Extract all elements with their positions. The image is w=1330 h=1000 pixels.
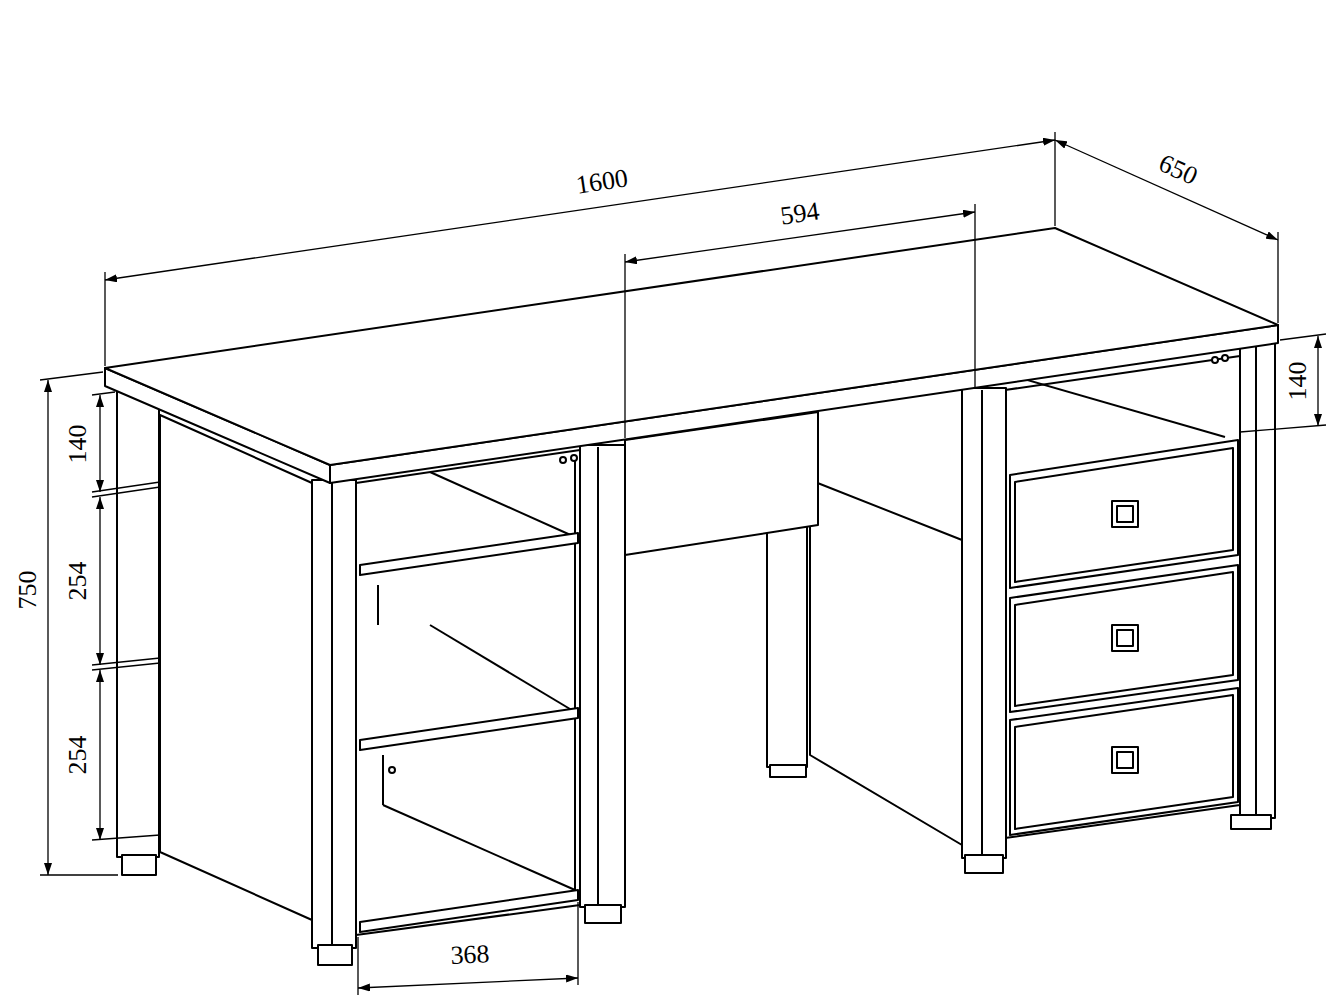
dimension-label: 254 (64, 559, 92, 604)
dimension-line (99, 395, 100, 492)
dimension-label: 140 (1284, 359, 1312, 404)
foot (318, 945, 352, 965)
inner-panel-edge (574, 455, 576, 895)
extension-line (40, 874, 118, 875)
dimension-label: 1600 (571, 164, 632, 200)
dimension-line (1055, 140, 1278, 240)
dimension-line (99, 497, 100, 665)
leg-edge (597, 447, 599, 906)
leg (767, 525, 807, 767)
extension-line (1240, 425, 1326, 432)
shelf-edge (377, 585, 379, 625)
drawer-handle (1117, 752, 1133, 768)
drawer-inset (1015, 695, 1233, 829)
dimension-label: 368 (447, 940, 493, 970)
extension-line (92, 487, 160, 497)
dimension-line (1317, 336, 1318, 426)
drawer-handle (1112, 625, 1138, 651)
hole (571, 455, 577, 461)
bottom-board (360, 890, 578, 932)
tabletop (105, 228, 1278, 465)
extension-line (92, 663, 160, 670)
extension-line (357, 937, 358, 995)
shelf (360, 533, 578, 575)
leg (312, 480, 356, 948)
drawer-inset (1015, 448, 1233, 582)
drawer-handle (1112, 501, 1138, 527)
extension-line (1054, 132, 1055, 226)
dimension-label: 140 (64, 422, 92, 467)
drawer (1010, 565, 1238, 712)
leg-edge (1255, 345, 1257, 816)
shelf-edge (383, 805, 575, 890)
shelf-edge (382, 755, 384, 805)
side-panel (160, 415, 312, 920)
foot (770, 765, 806, 777)
dimension-label: 750 (14, 568, 42, 613)
side-panel (810, 480, 962, 845)
dimensions (40, 132, 1326, 995)
desk (105, 228, 1278, 965)
dimension-line (47, 380, 48, 875)
leg (580, 445, 625, 907)
extension-line (92, 835, 160, 840)
leg (117, 385, 159, 857)
hole (1212, 357, 1218, 363)
foot (965, 855, 1003, 873)
leg-edge (331, 483, 333, 946)
hole (389, 767, 395, 773)
foot (122, 855, 156, 875)
extension-line (92, 392, 115, 395)
dimension-label: 650 (1152, 148, 1205, 192)
shelf-edge (430, 472, 575, 537)
extension-line (92, 482, 160, 492)
extension-line (577, 902, 578, 985)
leg (1240, 343, 1275, 818)
drawer-handle (1117, 630, 1133, 646)
drawer-handle (1112, 747, 1138, 773)
hole (560, 457, 566, 463)
dimension-line (105, 140, 1055, 280)
foot (1231, 815, 1271, 829)
shelf-cavity (356, 450, 580, 935)
leg-edge (981, 390, 983, 856)
dimension-label: 594 (776, 197, 824, 231)
cavity-edge (1010, 375, 1225, 437)
leg (962, 388, 1006, 858)
drawer (1010, 440, 1238, 588)
hole (1222, 355, 1228, 361)
pedestal-front (1005, 356, 1240, 838)
dimension-label: 254 (64, 733, 92, 778)
drawer (1010, 688, 1238, 835)
extension-line (624, 254, 625, 438)
shelf-edge (430, 625, 575, 712)
dimension-line (99, 670, 100, 840)
shelf (360, 708, 578, 750)
extension-line (1280, 334, 1326, 340)
extension-line (104, 272, 105, 366)
drawer-handle (1117, 506, 1133, 522)
drawer-inset (1015, 572, 1233, 706)
dimension-line (358, 978, 578, 988)
extension-line (974, 204, 975, 388)
foot (585, 905, 621, 923)
extension-line (1277, 232, 1278, 323)
extension-line (40, 372, 103, 380)
